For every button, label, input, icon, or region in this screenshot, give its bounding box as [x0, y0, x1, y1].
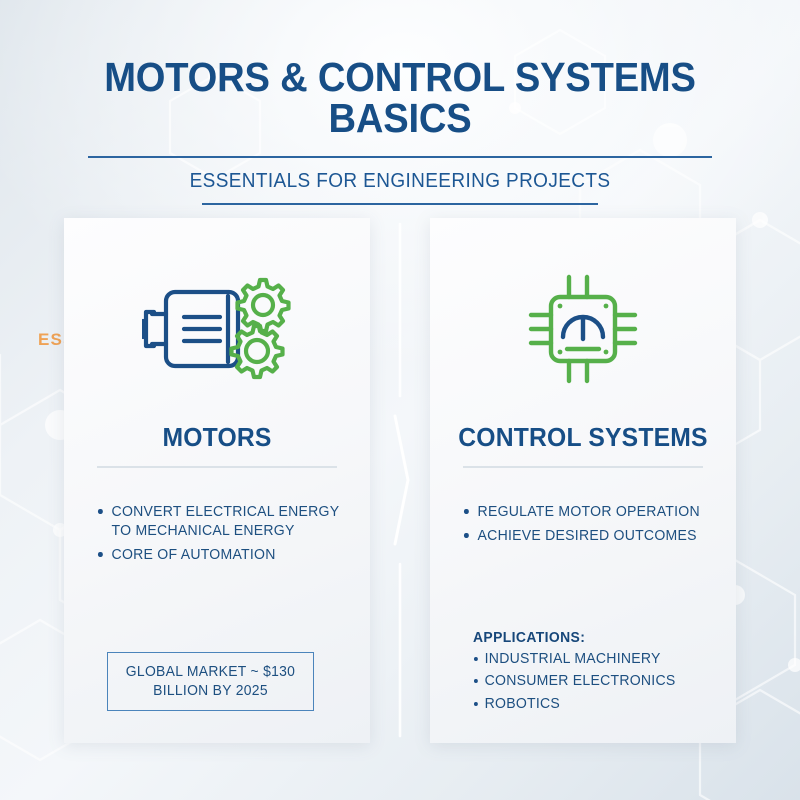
applications-section: APPLICATIONS: INDUSTRIAL MACHINERY CONSU… [473, 630, 723, 717]
stat-box-text: GLOBAL MARKET ~ $130 BILLION BY 2025 [125, 663, 296, 699]
control-systems-card-divider [463, 466, 703, 468]
control-systems-icon-wrap [430, 270, 736, 388]
list-item: CONVERT ELECTRICAL ENERGY TO MECHANICAL … [97, 503, 347, 541]
motors-icon-wrap [64, 270, 370, 388]
page-title: MOTORS & CONTROL SYSTEMS BASICS [104, 54, 696, 141]
motors-card-title: MOTORS [162, 422, 272, 452]
applications-heading: APPLICATIONS: [473, 630, 586, 646]
card-motors[interactable]: MOTORS CONVERT ELECTRICAL ENERGY TO MECH… [64, 218, 370, 743]
microchip-gauge-icon [528, 274, 638, 384]
list-item: ROBOTICS [473, 695, 716, 714]
stat-box-global-market: GLOBAL MARKET ~ $130 BILLION BY 2025 [107, 652, 314, 711]
list-item: REGULATE MOTOR OPERATION [463, 503, 713, 522]
control-systems-bullet-list: REGULATE MOTOR OPERATION ACHIEVE DESIRED… [463, 503, 721, 551]
header: MOTORS & CONTROL SYSTEMS BASICS ESSENTIA… [0, 0, 800, 205]
list-item: CONSUMER ELECTRONICS [473, 672, 716, 691]
card-control-systems[interactable]: CONTROL SYSTEMS REGULATE MOTOR OPERATION… [430, 218, 736, 743]
list-item: INDUSTRIAL MACHINERY [473, 650, 716, 669]
page-subtitle: ESSENTIALS FOR ENGINEERING PROJECTS [189, 170, 611, 192]
card-connector [393, 222, 410, 738]
chevron-right-icon [393, 414, 410, 546]
motors-card-divider [97, 466, 337, 468]
control-systems-card-title: CONTROL SYSTEMS [458, 422, 708, 452]
list-item: ACHIEVE DESIRED OUTCOMES [463, 527, 713, 546]
list-item: CORE OF AUTOMATION [97, 546, 347, 565]
applications-list: INDUSTRIAL MACHINERY CONSUMER ELECTRONIC… [473, 650, 723, 714]
subtitle-divider [202, 203, 598, 205]
title-divider [88, 156, 712, 158]
motors-bullet-list: CONVERT ELECTRICAL ENERGY TO MECHANICAL … [97, 503, 355, 570]
electric-motor-with-gears-icon [142, 277, 291, 380]
